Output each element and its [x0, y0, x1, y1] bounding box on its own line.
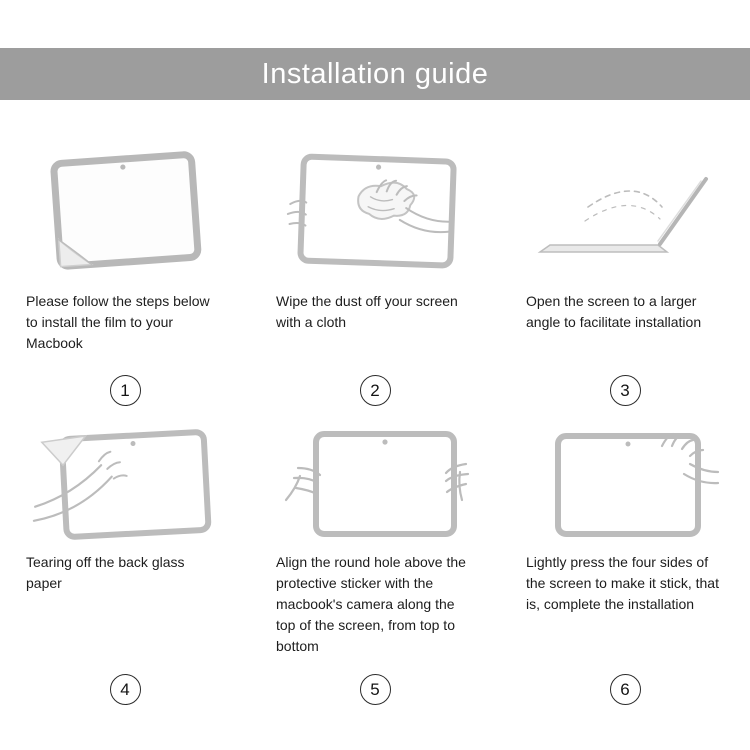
step-caption: Align the round hole above the protectiv…	[276, 554, 466, 654]
step-number-row: 3	[500, 375, 750, 406]
step-number-row: 4	[0, 674, 250, 705]
step-caption: Lightly press the four sides of the scre…	[526, 554, 719, 612]
peel-film-icon	[50, 151, 202, 270]
steps-row-2: Tearing off the back glass paper 4 Align…	[0, 418, 750, 705]
wipe-cloth-icon	[286, 153, 457, 269]
step-number-row: 6	[500, 674, 750, 705]
step-3: Open the screen to a larger angle to fac…	[500, 140, 750, 406]
step-number-badge: 6	[609, 674, 641, 705]
step-number-badge: 5	[359, 674, 391, 705]
step-caption: Tearing off the back glass paper	[26, 554, 185, 591]
step-caption: Open the screen to a larger angle to fac…	[526, 293, 702, 330]
step-1: Please follow the steps below to install…	[0, 140, 250, 406]
step-number: 6	[620, 679, 630, 699]
step-number: 1	[120, 380, 130, 400]
step-number-badge: 1	[109, 375, 141, 406]
step-number-row: 1	[0, 375, 250, 406]
step-2: Wipe the dust off your screen with a clo…	[250, 140, 500, 406]
tear-paper-illustration	[0, 418, 250, 546]
step-number: 2	[370, 380, 380, 400]
step-6: Lightly press the four sides of the scre…	[500, 418, 750, 705]
press-hand-icon	[555, 432, 720, 537]
page-title: Installation guide	[261, 57, 489, 90]
header-banner: Installation guide	[0, 48, 750, 100]
press-sides-illustration	[500, 418, 750, 546]
align-screen-illustration	[250, 418, 500, 546]
step-number-badge: 4	[109, 674, 141, 705]
step-number: 4	[120, 679, 130, 699]
step-number-row: 2	[250, 375, 500, 406]
step-5: Align the round hole above the protectiv…	[250, 418, 500, 705]
wipe-screen-illustration	[250, 140, 500, 285]
open-laptop-illustration	[500, 140, 750, 285]
step-number-badge: 3	[609, 375, 641, 406]
step-number-badge: 2	[359, 375, 391, 406]
step-number-row: 5	[250, 674, 500, 705]
align-camera-icon	[284, 430, 470, 537]
step-number: 3	[620, 380, 630, 400]
tear-paper-icon	[32, 428, 212, 540]
steps-row-1: Please follow the steps below to install…	[0, 140, 750, 406]
step-caption: Please follow the steps below to install…	[26, 293, 210, 351]
peel-film-illustration	[0, 140, 250, 285]
step-caption: Wipe the dust off your screen with a clo…	[276, 293, 458, 330]
step-number: 5	[370, 679, 380, 699]
step-4: Tearing off the back glass paper 4	[0, 418, 250, 705]
laptop-open-icon	[537, 177, 708, 253]
